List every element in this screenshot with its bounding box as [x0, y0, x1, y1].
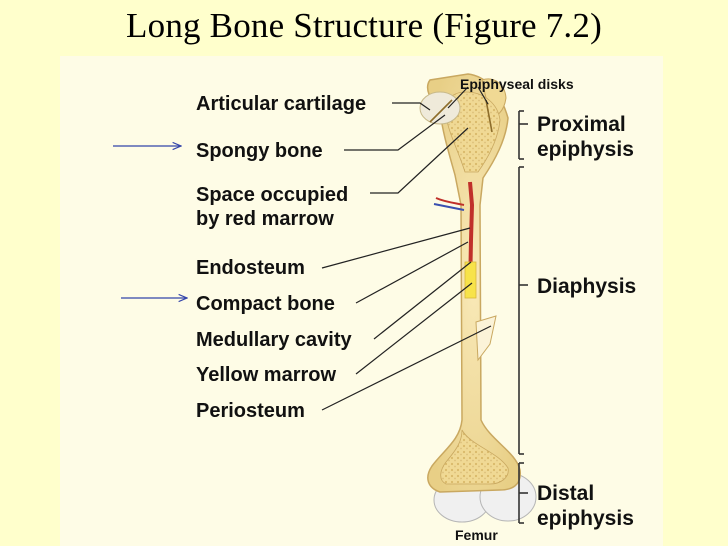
leader-articular-cartilage	[392, 102, 431, 111]
leader-red-marrow	[370, 127, 469, 194]
label-diaphysis: Diaphysis	[537, 275, 636, 298]
leader-epiphyseal-1	[447, 86, 469, 109]
leader-endosteum	[321, 227, 471, 269]
label-epiphyseal-disks: Epiphyseal disks	[460, 76, 574, 92]
slide-title: Long Bone Structure (Figure 7.2)	[126, 6, 602, 45]
epiphyseal-line-trochanter	[485, 99, 493, 133]
epiphyseal-line-head	[429, 99, 453, 123]
label-proximal-line1: Proximal	[537, 113, 626, 136]
label-endosteum: Endosteum	[196, 257, 305, 279]
leader-medullary-cavity	[373, 261, 472, 340]
yellow-marrow-fill	[464, 261, 477, 299]
figure-caption: Femur	[455, 527, 498, 543]
leader-periosteum	[321, 325, 492, 411]
label-spongy-bone: Spongy bone	[196, 140, 323, 162]
femoral-head-cartilage	[419, 91, 461, 125]
distal-spongy-region	[440, 429, 509, 485]
figure-panel	[60, 56, 663, 546]
nutrient-vein	[433, 203, 465, 211]
label-proximal-line2: epiphysis	[537, 138, 634, 161]
pointer-arrows	[113, 146, 187, 298]
leader-epiphyseal-2	[477, 86, 489, 105]
label-space-occupied-line2: by red marrow	[196, 208, 334, 230]
cut-section-wedge	[475, 315, 497, 362]
label-medullary-cavity: Medullary cavity	[196, 329, 353, 351]
label-yellow-marrow: Yellow marrow	[196, 364, 336, 386]
region-brackets	[518, 110, 528, 524]
nutrient-artery	[435, 197, 465, 206]
label-space-occupied-line1: Space occupied	[196, 184, 348, 206]
label-periosteum: Periosteum	[196, 400, 305, 422]
leader-spongy-bone	[344, 114, 446, 151]
leader-lines	[321, 86, 492, 411]
label-compact-bone: Compact bone	[196, 293, 335, 315]
femur-bone	[419, 73, 537, 523]
label-articular-cartilage: Articular cartilage	[196, 93, 366, 115]
leader-compact-bone	[355, 241, 469, 304]
leader-yellow-marrow	[355, 282, 473, 375]
label-distal-line1: Distal	[537, 482, 594, 505]
label-distal-line2: epiphysis	[537, 507, 634, 530]
